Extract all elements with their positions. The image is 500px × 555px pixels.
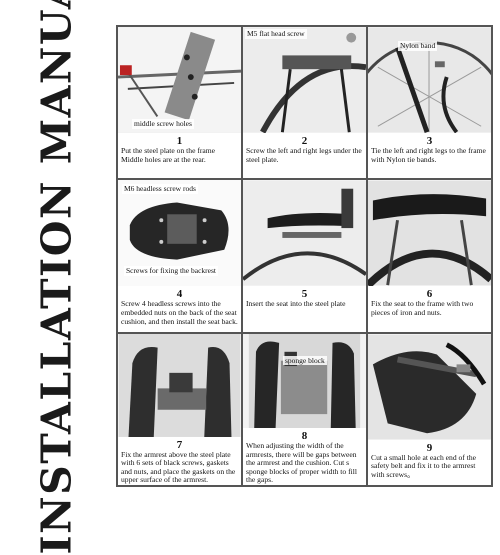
step-1-number: 1: [176, 135, 183, 147]
step-9-photo: [368, 333, 491, 440]
rack-plate-icon: [118, 27, 241, 133]
step-3-note: Nylon band: [398, 41, 438, 51]
step-8-note: sponge block: [283, 355, 327, 366]
step-3: Nylon band 3 Tie the left and right legs…: [367, 26, 492, 180]
sponge-block-icon: [248, 333, 361, 429]
step-9-caption: Cut a small hole at each end of the safe…: [371, 452, 477, 479]
step-6: 6 Fix the seat to the frame with two pie…: [367, 179, 492, 333]
step-1-note: middle screw holes: [132, 119, 194, 129]
step-2-number: 2: [301, 135, 308, 147]
step-4-number: 4: [176, 288, 183, 301]
step-8-photo: sponge block: [243, 333, 366, 429]
step-9: 9 Cut a small hole at each end of the sa…: [367, 332, 492, 486]
safety-belt-icon: [368, 334, 491, 439]
step-7: 7 Fix the armrest above the steel plate …: [117, 332, 242, 486]
step-5-photo: [243, 180, 366, 287]
step-6-caption: Fix the seat to the frame with two piece…: [371, 299, 474, 317]
step-8-number: 8: [301, 430, 308, 443]
step-1-photo: middle screw holes: [118, 27, 241, 133]
step-5-caption: Insert the seat into the steel plate: [246, 299, 346, 309]
step-6-photo: [368, 180, 491, 287]
step-grid: middle screw holes 1 Put the steel plate…: [116, 25, 493, 487]
step-7-photo: [118, 333, 241, 437]
armrest-icon: [118, 333, 241, 437]
step-3-number: 3: [426, 135, 433, 147]
step-3-caption: Tie the left and right legs to the frame…: [371, 146, 486, 164]
manual-title-text: INSTALLATION MANUAL: [33, 0, 81, 555]
rack-legs-icon: [243, 27, 366, 133]
step-8-caption: When adjusting the width of the armrests…: [246, 441, 357, 485]
step-4-note: M6 headless screw rods: [122, 184, 198, 194]
step-5-number: 5: [301, 288, 308, 301]
step-1-caption: Put the steel plate on the frame Middle …: [121, 146, 216, 164]
step-2: M5 flat head screw 2 Screw the left and …: [242, 26, 367, 180]
step-4-note-2: Screws for fixing the backrest: [124, 266, 218, 276]
step-7-number: 7: [176, 438, 183, 451]
step-1: middle screw holes 1 Put the steel plate…: [117, 26, 242, 180]
manual-title: INSTALLATION MANUAL: [2, 0, 112, 555]
step-7-caption: Fix the armrest above the steel plate wi…: [121, 449, 236, 485]
step-4-photo: M6 headless screw rods Screws for fixing…: [118, 180, 241, 287]
step-9-number: 9: [426, 441, 433, 454]
step-2-photo: M5 flat head screw: [243, 27, 366, 133]
seat-insert-icon: [243, 181, 366, 286]
step-2-note: M5 flat head screw: [245, 29, 307, 39]
step-4: M6 headless screw rods Screws for fixing…: [117, 179, 242, 333]
step-8: sponge block 8 When adjusting the width …: [242, 332, 367, 486]
step-5: 5 Insert the seat into the steel plate: [242, 179, 367, 333]
step-6-number: 6: [426, 288, 433, 301]
step-3-photo: Nylon band: [368, 27, 491, 133]
seat-fix-icon: [368, 181, 491, 287]
step-4-caption: Screw 4 headless screws into the embedde…: [121, 299, 238, 326]
step-2-caption: Screw the left and right legs under the …: [246, 146, 362, 164]
